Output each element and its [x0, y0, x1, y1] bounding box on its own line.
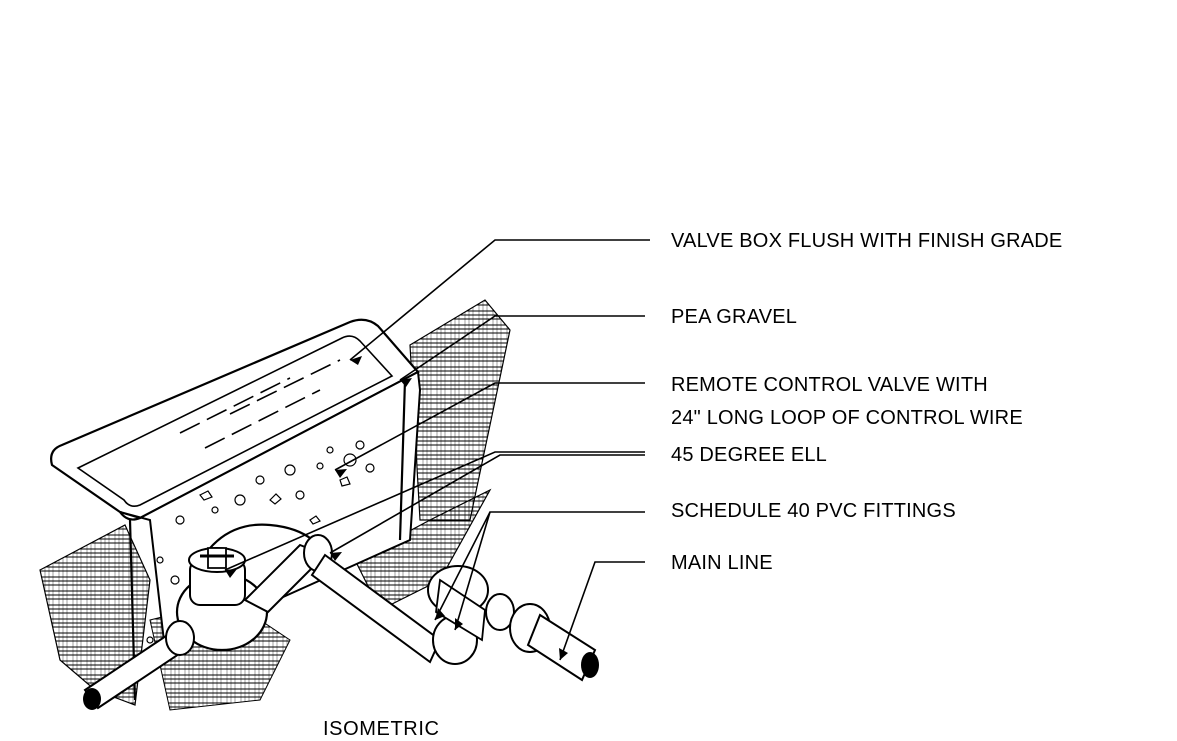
- label-remote-valve-line2: 24" LONG LOOP OF CONTROL WIRE: [671, 407, 1023, 429]
- label-remote-valve-line1: REMOTE CONTROL VALVE WITH: [671, 374, 988, 396]
- label-valve-box: VALVE BOX FLUSH WITH FINISH GRADE: [671, 230, 1063, 252]
- view-caption: ISOMETRIC: [323, 718, 440, 740]
- valve-assembly: [83, 523, 599, 710]
- arrowheads: [225, 356, 568, 660]
- label-main-line: MAIN LINE: [671, 552, 773, 574]
- leader-lines: [224, 239, 650, 661]
- label-45-degree-ell: 45 DEGREE ELL: [671, 444, 828, 466]
- soil-hatching: [39, 299, 511, 711]
- label-pea-gravel: PEA GRAVEL: [671, 306, 798, 328]
- label-pvc-fittings: SCHEDULE 40 PVC FITTINGS: [671, 500, 956, 522]
